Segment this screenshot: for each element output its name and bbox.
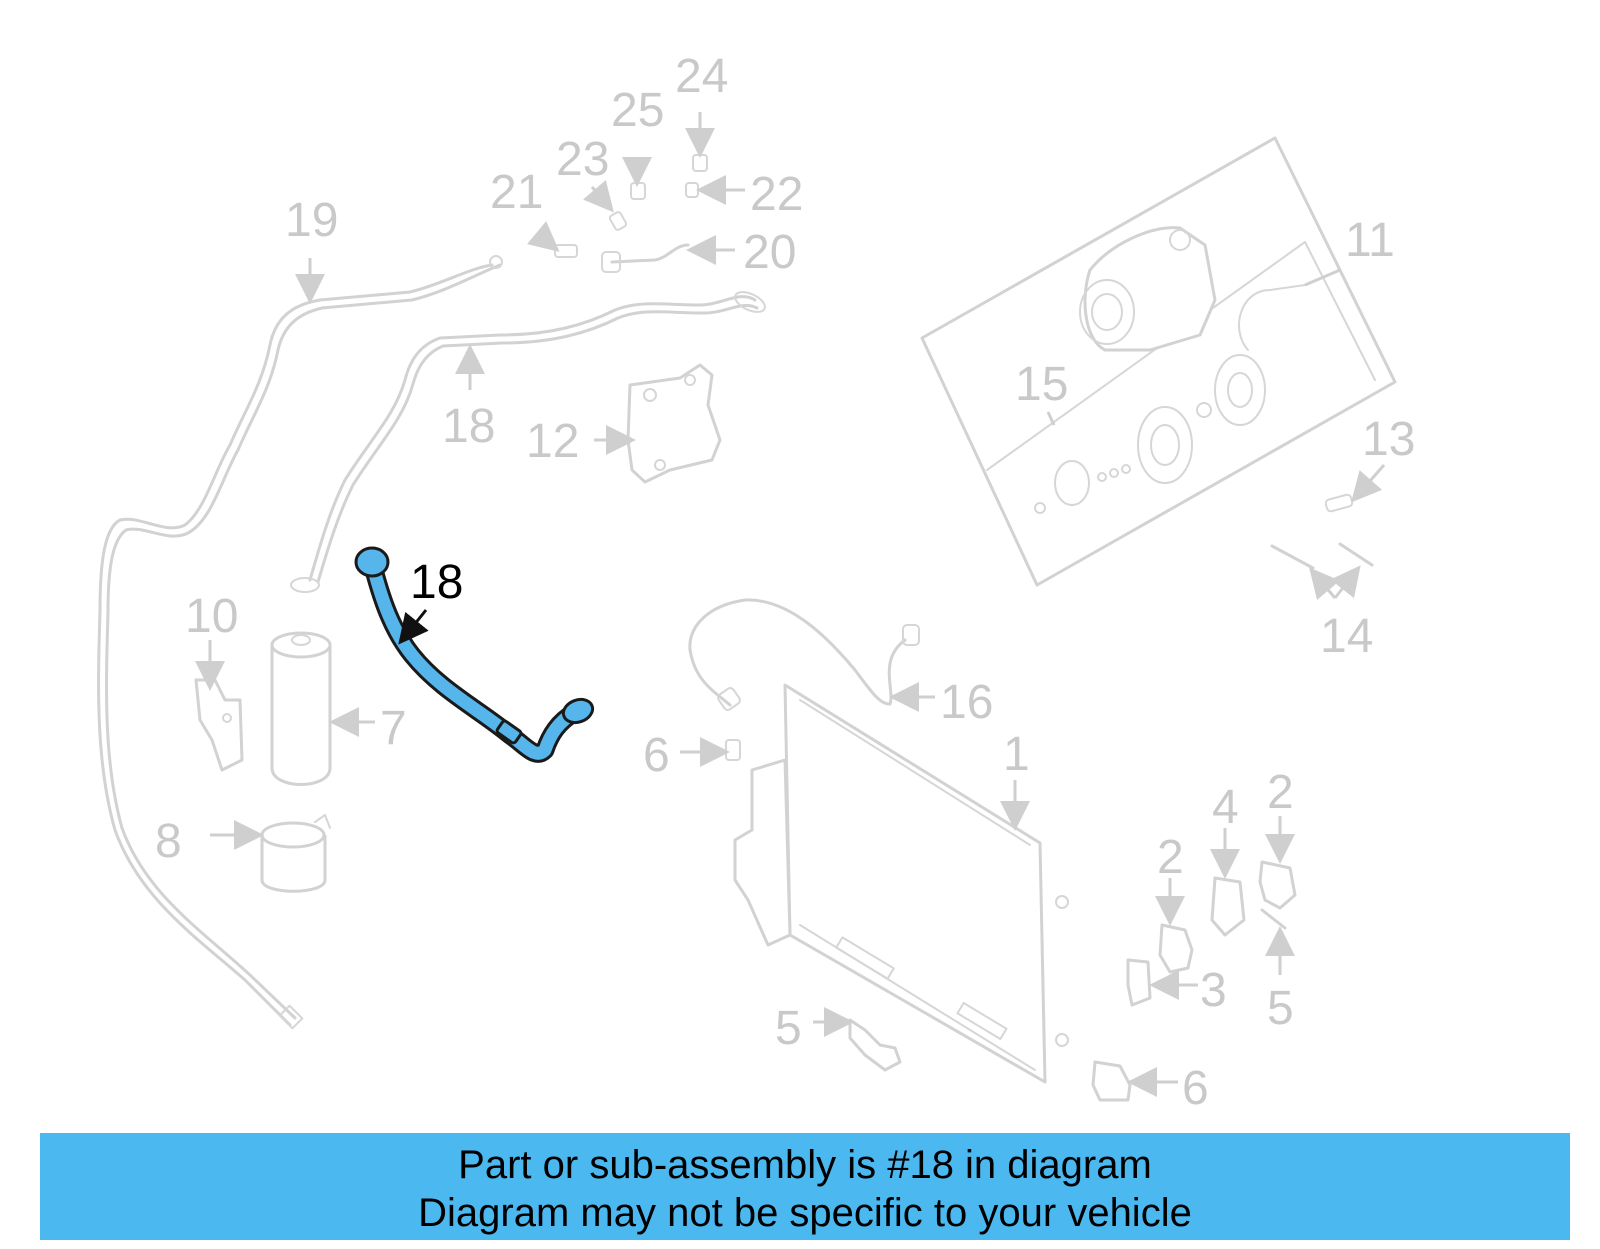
part-19-hose[interactable] bbox=[290, 288, 768, 593]
part-26-cap[interactable] bbox=[630, 182, 646, 200]
part-13-bracket[interactable] bbox=[626, 363, 722, 484]
callout-18-active: 18 bbox=[410, 556, 463, 609]
callout-26: 25 bbox=[611, 84, 664, 137]
callout-12: 11 bbox=[1345, 214, 1395, 267]
callout-1: 1 bbox=[1003, 728, 1030, 781]
part-9-receiver-drier[interactable] bbox=[270, 631, 332, 786]
part-2-bracket-right[interactable] bbox=[1258, 860, 1297, 910]
callout-25: 24 bbox=[675, 50, 728, 103]
callout-5: 5 bbox=[1267, 982, 1294, 1035]
part-24-fitting[interactable] bbox=[608, 211, 628, 231]
callout-14: 13 bbox=[1362, 413, 1415, 466]
part-16-clutch-kit[interactable] bbox=[1034, 284, 1306, 514]
callout-10: 8 bbox=[155, 815, 182, 868]
callout-6: 6 bbox=[1182, 1062, 1209, 1115]
part-12-compressor-assembly[interactable] bbox=[920, 136, 1397, 587]
callout-16: 15 bbox=[1015, 358, 1068, 411]
callout-19: 18 bbox=[442, 400, 495, 453]
part-6-bracket[interactable] bbox=[1091, 1060, 1132, 1102]
part-2-bracket-left[interactable] bbox=[1158, 923, 1194, 974]
part-5-bolt[interactable] bbox=[1260, 908, 1287, 930]
callout-15: 14 bbox=[1320, 610, 1373, 663]
callout-7: 5 bbox=[775, 1002, 802, 1055]
part-17-line[interactable] bbox=[688, 598, 920, 712]
banner-line-part: Part or sub-assembly is #18 in diagram bbox=[458, 1143, 1152, 1187]
part-14-bolt[interactable] bbox=[1324, 493, 1354, 513]
part-23-cap[interactable] bbox=[685, 182, 699, 198]
part-4-bracket[interactable] bbox=[1210, 876, 1246, 937]
part-22-fitting[interactable] bbox=[554, 244, 578, 258]
part-11-bracket[interactable] bbox=[194, 678, 244, 772]
callout-17: 16 bbox=[940, 676, 993, 729]
banner-line-disclaimer: Diagram may not be specific to your vehi… bbox=[418, 1191, 1192, 1235]
callout-2b: 2 bbox=[1267, 766, 1294, 819]
part-10-bracket-band[interactable] bbox=[260, 814, 331, 893]
info-banner: Part or sub-assembly is #18 in diagram D… bbox=[40, 1133, 1570, 1240]
callout-23: 22 bbox=[750, 168, 803, 221]
callout-4: 4 bbox=[1212, 781, 1239, 834]
callout-21: 20 bbox=[743, 226, 796, 279]
callout-3: 3 bbox=[1200, 964, 1227, 1017]
callout-labels: 19 18 12 21 20 23 25 24 22 11 15 13 14 1… bbox=[155, 50, 1415, 1115]
callout-arrows bbox=[195, 112, 1386, 1097]
part-15-bolts[interactable] bbox=[1270, 542, 1374, 570]
part-1-condenser[interactable] bbox=[733, 683, 1069, 1084]
part-3-bracket[interactable] bbox=[1126, 958, 1152, 1007]
part-25-cap[interactable] bbox=[692, 154, 708, 172]
callout-2a: 2 bbox=[1157, 831, 1184, 884]
part-18-hose-highlighted[interactable] bbox=[354, 546, 596, 763]
callout-11: 10 bbox=[185, 590, 238, 643]
part-8-sensor[interactable] bbox=[725, 739, 741, 761]
part-21-pipe[interactable] bbox=[601, 243, 690, 273]
callout-13: 12 bbox=[526, 415, 579, 468]
callout-24: 23 bbox=[556, 133, 609, 186]
compressor-body bbox=[1079, 226, 1217, 352]
callout-8: 6 bbox=[643, 729, 670, 782]
part-7-bracket[interactable] bbox=[848, 1018, 902, 1072]
callout-22: 21 bbox=[490, 166, 543, 219]
callout-9: 7 bbox=[380, 702, 407, 755]
part-20-hose[interactable] bbox=[97, 255, 503, 1030]
callout-20: 19 bbox=[285, 194, 338, 247]
